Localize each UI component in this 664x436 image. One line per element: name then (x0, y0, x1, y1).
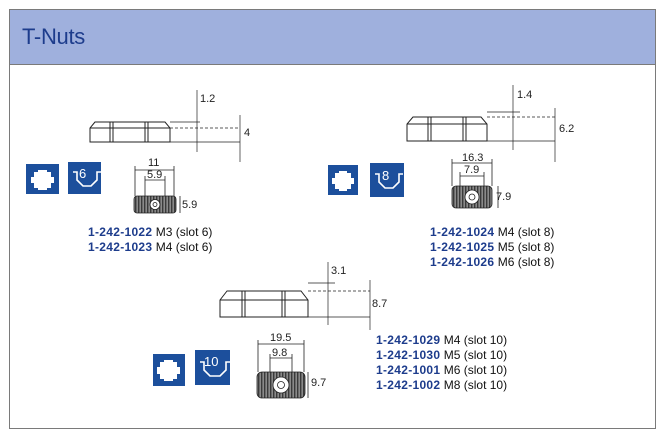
nut-slot10-top-view (256, 340, 309, 399)
slot-profile-icon (68, 162, 101, 194)
dim-top-gap: 1.2 (200, 93, 216, 105)
dim-side: 7.9 (496, 191, 512, 203)
part-row: 1-242-1001 M6 (slot 10) (376, 363, 508, 377)
dim-top-gap: 1.4 (517, 89, 533, 101)
dim-top-gap: 3.1 (331, 265, 347, 277)
part-row: 1-242-1030 M5 (slot 10) (376, 348, 508, 362)
nut-slot8-side-view (406, 85, 556, 162)
slot-number-8: 8 (382, 168, 390, 183)
slot-number-6: 6 (79, 166, 87, 181)
page-title: T-Nuts (22, 24, 85, 49)
slot-profile-icon (370, 163, 404, 197)
slot-profile-icon (195, 350, 230, 385)
nut-slot6-top-view (133, 166, 181, 214)
part-row: 1-242-1002 M8 (slot 10) (376, 378, 508, 392)
profile-cross-icon (26, 164, 59, 194)
dim-height: 4 (244, 127, 251, 139)
dim-inner: 5.9 (147, 169, 163, 181)
dim-inner: 7.9 (464, 164, 480, 176)
nut-slot6-side-view (89, 90, 241, 162)
dim-height: 6.2 (559, 123, 575, 135)
dim-inner: 9.8 (272, 347, 288, 359)
dim-side: 5.9 (182, 199, 198, 211)
document-frame: T-Nuts (9, 9, 656, 429)
dim-side: 9.7 (311, 377, 327, 389)
part-row: 1-242-1025 M5 (slot 8) (430, 240, 555, 254)
part-row: 1-242-1022 M3 (slot 6) (88, 225, 213, 239)
part-row: 1-242-1029 M4 (slot 10) (376, 333, 508, 347)
dim-width: 11 (148, 157, 160, 169)
nut-slot8-top-view (451, 159, 499, 209)
dim-width: 16.3 (462, 152, 484, 164)
part-row: 1-242-1024 M4 (slot 8) (430, 225, 555, 239)
nut-slot10-side-view (219, 262, 371, 330)
slot-number-10: 10 (204, 354, 219, 369)
dim-width: 19.5 (270, 332, 292, 344)
profile-cross-icon (153, 354, 185, 386)
part-row: 1-242-1026 M6 (slot 8) (430, 255, 555, 269)
part-row: 1-242-1023 M4 (slot 6) (88, 240, 213, 254)
profile-cross-icon (328, 165, 358, 195)
header-bar: T-Nuts (10, 10, 655, 65)
dim-height: 8.7 (372, 298, 388, 310)
